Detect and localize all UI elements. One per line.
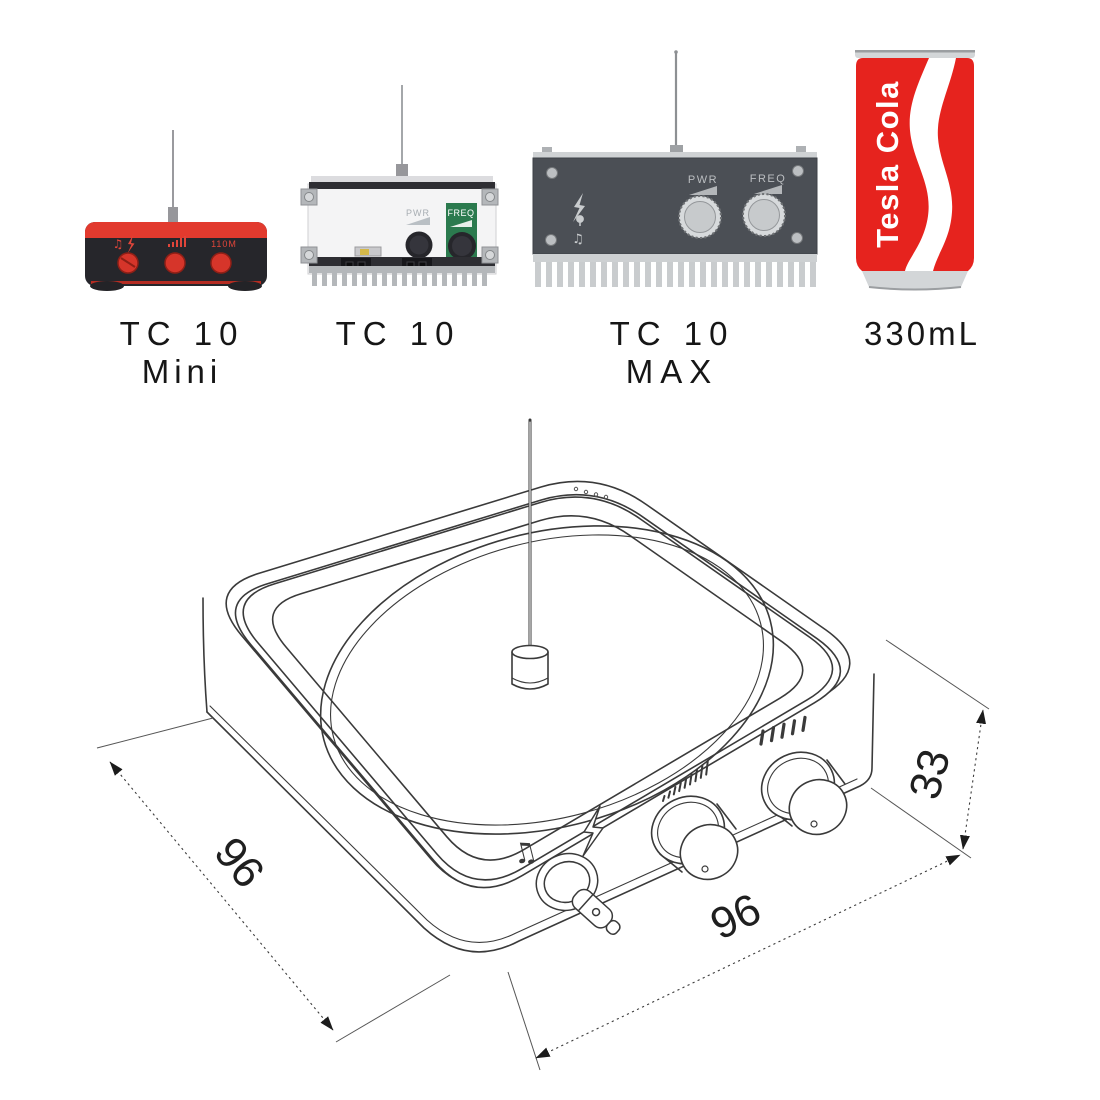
pcb-component [360, 249, 369, 255]
pwr-label: PWR [688, 174, 718, 186]
product-tc10-max: ♫ PWR FREQ [532, 50, 818, 287]
power-knob [650, 795, 739, 881]
mini-panel-text: 110M [211, 239, 237, 249]
product-tc10: PWR FREQ [300, 85, 499, 286]
mini-foot [228, 281, 262, 291]
led-dots [573, 486, 609, 500]
music-note-icon: ♫ [572, 232, 584, 247]
heatsink-fins [535, 262, 816, 287]
mini-bottom-trim [91, 281, 261, 284]
heatsink-fins [312, 273, 487, 286]
dimension-height-value: 33 [900, 744, 960, 804]
heatsink-base [533, 254, 817, 262]
lightning-icon [127, 235, 135, 254]
freq-label: FREQ [750, 173, 787, 185]
coil-plate-inner [330, 534, 764, 826]
freq-ramp-icon [450, 220, 472, 227]
extension-line [507, 971, 541, 1071]
freq-ramp-icon [754, 185, 782, 194]
bracket-screws [304, 192, 495, 260]
pwr-knob [678, 195, 722, 239]
volume-ramp-icon [662, 759, 709, 802]
volume-ramp-icon [168, 236, 186, 247]
product-tesla-cola-can: Tesla Cola [855, 50, 975, 291]
antenna-tip [674, 50, 678, 54]
product-sublabel-max: MAX [625, 353, 719, 390]
product-tc10-mini: ♫ 110M [85, 130, 267, 291]
can-brand-text: Tesla Cola [870, 80, 905, 248]
extension-line [870, 787, 972, 859]
pwr-ramp-icon [689, 186, 717, 195]
mount-tab [542, 147, 552, 154]
base-outline [206, 673, 875, 953]
heatsink-base [309, 266, 495, 273]
can-wave-stripe [905, 58, 956, 271]
top-bar [309, 182, 495, 189]
lightning-icon [573, 193, 585, 222]
panel-top-strip [533, 152, 817, 158]
dimension-line-depth [535, 854, 961, 1059]
mount-tab [796, 146, 806, 153]
product-label-tc10: TC 10 [335, 315, 461, 352]
can-volume-label: 330mL [864, 315, 980, 352]
case-top-rail [311, 176, 493, 182]
product-label-tc10-mini: TC 10 [119, 315, 245, 352]
left-wall-edge [202, 597, 208, 713]
mini-foot [90, 281, 124, 291]
pwr-ramp-icon [406, 217, 430, 225]
antenna-ferrule [168, 207, 178, 223]
can-bottom-edge [868, 286, 962, 291]
base-outline-inner [209, 705, 858, 943]
freq-knob-cap [452, 236, 472, 256]
antenna-ferrule [670, 145, 683, 156]
freq-label: FREQ [447, 208, 474, 218]
extension-line [885, 639, 990, 710]
music-note-icon: ♫ [113, 237, 124, 251]
coil-plate-outer [319, 525, 775, 835]
antenna-ferrule [396, 164, 408, 179]
dimension-width-value: 96 [205, 828, 274, 897]
antenna-topload [511, 644, 549, 690]
dimension-line-width [109, 761, 334, 1031]
mini-knobs [117, 252, 232, 274]
product-sublabel-mini: Mini [141, 353, 223, 390]
extension-line [96, 717, 214, 749]
product-label-tc10-max: TC 10 [609, 315, 735, 352]
can-top-edge [855, 50, 975, 53]
freq-knob [760, 751, 848, 836]
can-bottom [862, 271, 968, 290]
dimension-depth-value: 96 [703, 884, 768, 949]
mini-top-band [85, 222, 267, 238]
dimension-line-height [959, 709, 987, 850]
isometric-device-drawing: ♫ [202, 418, 875, 953]
mic-icon [576, 215, 584, 226]
level-bars-icon [759, 715, 807, 746]
panel-screws [545, 165, 804, 246]
freq-knob [742, 193, 786, 237]
pwr-knob-cap [409, 235, 429, 255]
extension-line [335, 974, 451, 1043]
pwr-label: PWR [406, 208, 430, 218]
